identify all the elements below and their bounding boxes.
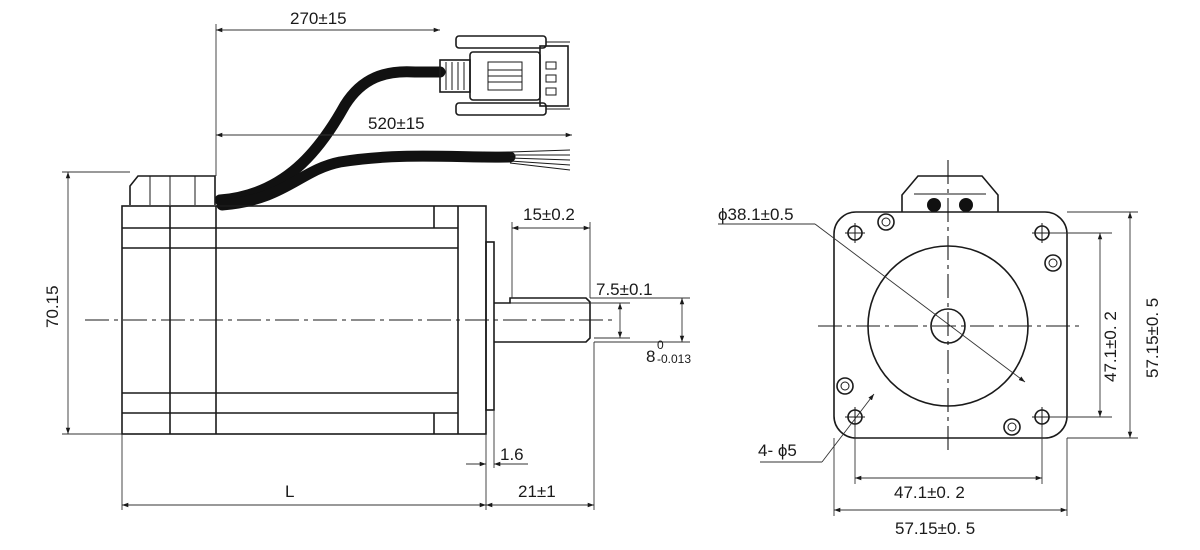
screws bbox=[836, 213, 1062, 436]
dim-holes: 4- ϕ5 bbox=[758, 441, 797, 460]
dim-hole-spacing-h: 47.1±0. 2 bbox=[894, 483, 965, 502]
dim-body-length: L bbox=[285, 482, 294, 501]
flange-outline bbox=[833, 211, 1068, 439]
dim-shaft-length: 15±0.2 bbox=[523, 205, 575, 224]
side-view: 270±15 520±15 15±0.2 7.5±0.1 8 0 -0.013 … bbox=[43, 9, 691, 510]
dim-pilot-dia: ϕ38.1±0.5 bbox=[718, 205, 794, 224]
motor-shaft bbox=[494, 297, 591, 343]
dim-shaft-flat: 7.5±0.1 bbox=[596, 280, 653, 299]
dim-cable-connector: 270±15 bbox=[290, 9, 347, 28]
dim-height: 70.15 bbox=[43, 285, 62, 328]
dim-flange-h: 57.15±0. 5 bbox=[895, 519, 975, 538]
dim-hole-spacing-v: 47.1±0. 2 bbox=[1101, 311, 1120, 382]
mounting-holes bbox=[845, 223, 1052, 427]
connector-housing bbox=[901, 175, 999, 212]
dim-shaft-tol-lower: -0.013 bbox=[657, 352, 691, 366]
dim-shaft-dia: 8 bbox=[646, 347, 655, 366]
dim-shaft-ext: 21±1 bbox=[518, 482, 556, 501]
dim-cable-leads: 520±15 bbox=[368, 114, 425, 133]
dim-pilot: 1.6 bbox=[500, 445, 524, 464]
dim-shaft-tol-upper: 0 bbox=[657, 338, 664, 352]
dim-flange-v: 57.15±0. 5 bbox=[1143, 298, 1162, 378]
cable-bundle bbox=[214, 66, 571, 211]
cable-gland bbox=[129, 175, 216, 205]
connector bbox=[439, 35, 570, 116]
front-view: ϕ38.1±0.5 4- ϕ5 47.1±0. 2 57.15±0. 5 47.… bbox=[718, 160, 1162, 538]
